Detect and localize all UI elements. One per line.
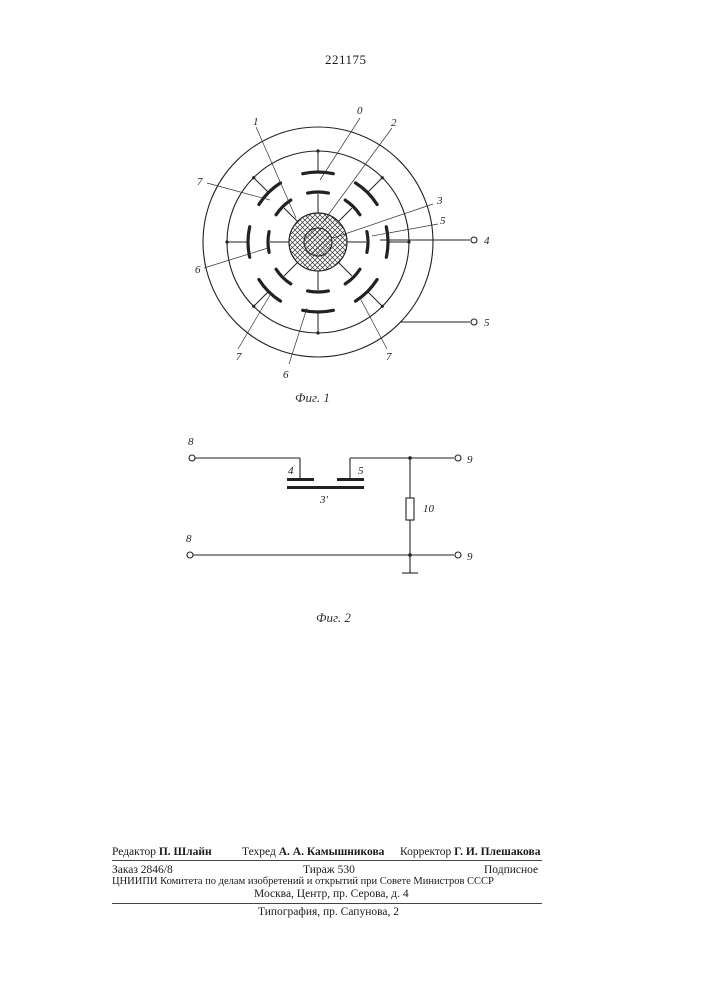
footer-printer: Типография, пр. Сапунова, 2 (258, 906, 399, 918)
fig1-label-2: 2 (391, 117, 397, 129)
fig2-plate-5-label: 5 (358, 465, 364, 477)
outer-electrode (303, 172, 334, 174)
fig1-label-0: 0 (357, 105, 363, 117)
fig2-output-label-top: 9 (467, 454, 473, 466)
fig2-input-label-top: 8 (188, 436, 194, 448)
footer-techred: Техред А. А. Камышникова (242, 846, 384, 858)
fig1-label-6-bottom: 6 (283, 369, 289, 381)
fig1-label-1: 1 (253, 116, 259, 128)
fig1-label-3: 3 (436, 195, 443, 207)
outer-electrode (248, 227, 250, 258)
spoke-inner (284, 263, 297, 276)
figure-2-circuit: 8 8 9 9 4 5 3' 10 (0, 420, 707, 600)
ring-junction (381, 305, 384, 308)
inner-electrode (308, 291, 329, 292)
spoke-inner (284, 208, 297, 221)
figure-1-caption: Фиг. 1 (295, 390, 330, 406)
fig2-plate-4-label: 4 (288, 465, 294, 477)
ring-junction (316, 149, 319, 152)
figure-1-diagram: 1 0 2 3 5 7 6 7 6 7 4 5 (0, 0, 707, 420)
fig2-output-label-bottom: 9 (467, 551, 473, 563)
fig2-input-label-bottom: 8 (186, 533, 192, 545)
fig1-label-7-top: 7 (197, 176, 203, 188)
footer-address: Москва, Центр, пр. Серова, д. 4 (254, 888, 409, 900)
core-conductor (304, 228, 332, 256)
fig2-capacitor-label: 3' (319, 494, 329, 506)
ring-junction (225, 240, 228, 243)
ring-junction (252, 176, 255, 179)
fig1-label-7-left: 7 (236, 351, 242, 363)
figure-2-caption: Фиг. 2 (316, 610, 351, 626)
footer-subscription: Подписное (484, 864, 538, 876)
ring-junction (252, 305, 255, 308)
spoke-outer (254, 292, 269, 307)
terminal-5-label: 5 (484, 317, 490, 329)
spoke-outer (368, 292, 383, 307)
footer-rule-top (112, 860, 542, 861)
terminal-4-label: 4 (484, 235, 490, 247)
ring-junction (316, 331, 319, 334)
inner-electrode (268, 232, 269, 253)
outer-electrode (303, 310, 334, 312)
spoke-outer (254, 178, 269, 193)
footer-organization: ЦНИИПИ Комитета по делам изобретений и о… (112, 876, 494, 887)
spoke-outer (368, 178, 383, 193)
ring-junction (407, 240, 410, 243)
fig1-label-5: 5 (440, 215, 446, 227)
footer-rule-bottom (112, 903, 542, 904)
ring-junction (381, 176, 384, 179)
footer-circulation: Тираж 530 (303, 864, 355, 876)
inner-electrode (308, 192, 329, 193)
footer-editor: Редактор П. Шлайн (112, 846, 212, 858)
fig1-label-7-right: 7 (386, 351, 392, 363)
spoke-inner (339, 208, 352, 221)
footer-corrector: Корректор Г. И. Плешакова (400, 846, 540, 858)
fig1-label-6-left: 6 (195, 264, 201, 276)
inner-electrode (367, 232, 368, 253)
spoke-inner (339, 263, 352, 276)
footer-order: Заказ 2846/8 (112, 864, 173, 876)
fig2-resistor-label: 10 (423, 503, 435, 515)
outer-electrode (386, 227, 388, 258)
